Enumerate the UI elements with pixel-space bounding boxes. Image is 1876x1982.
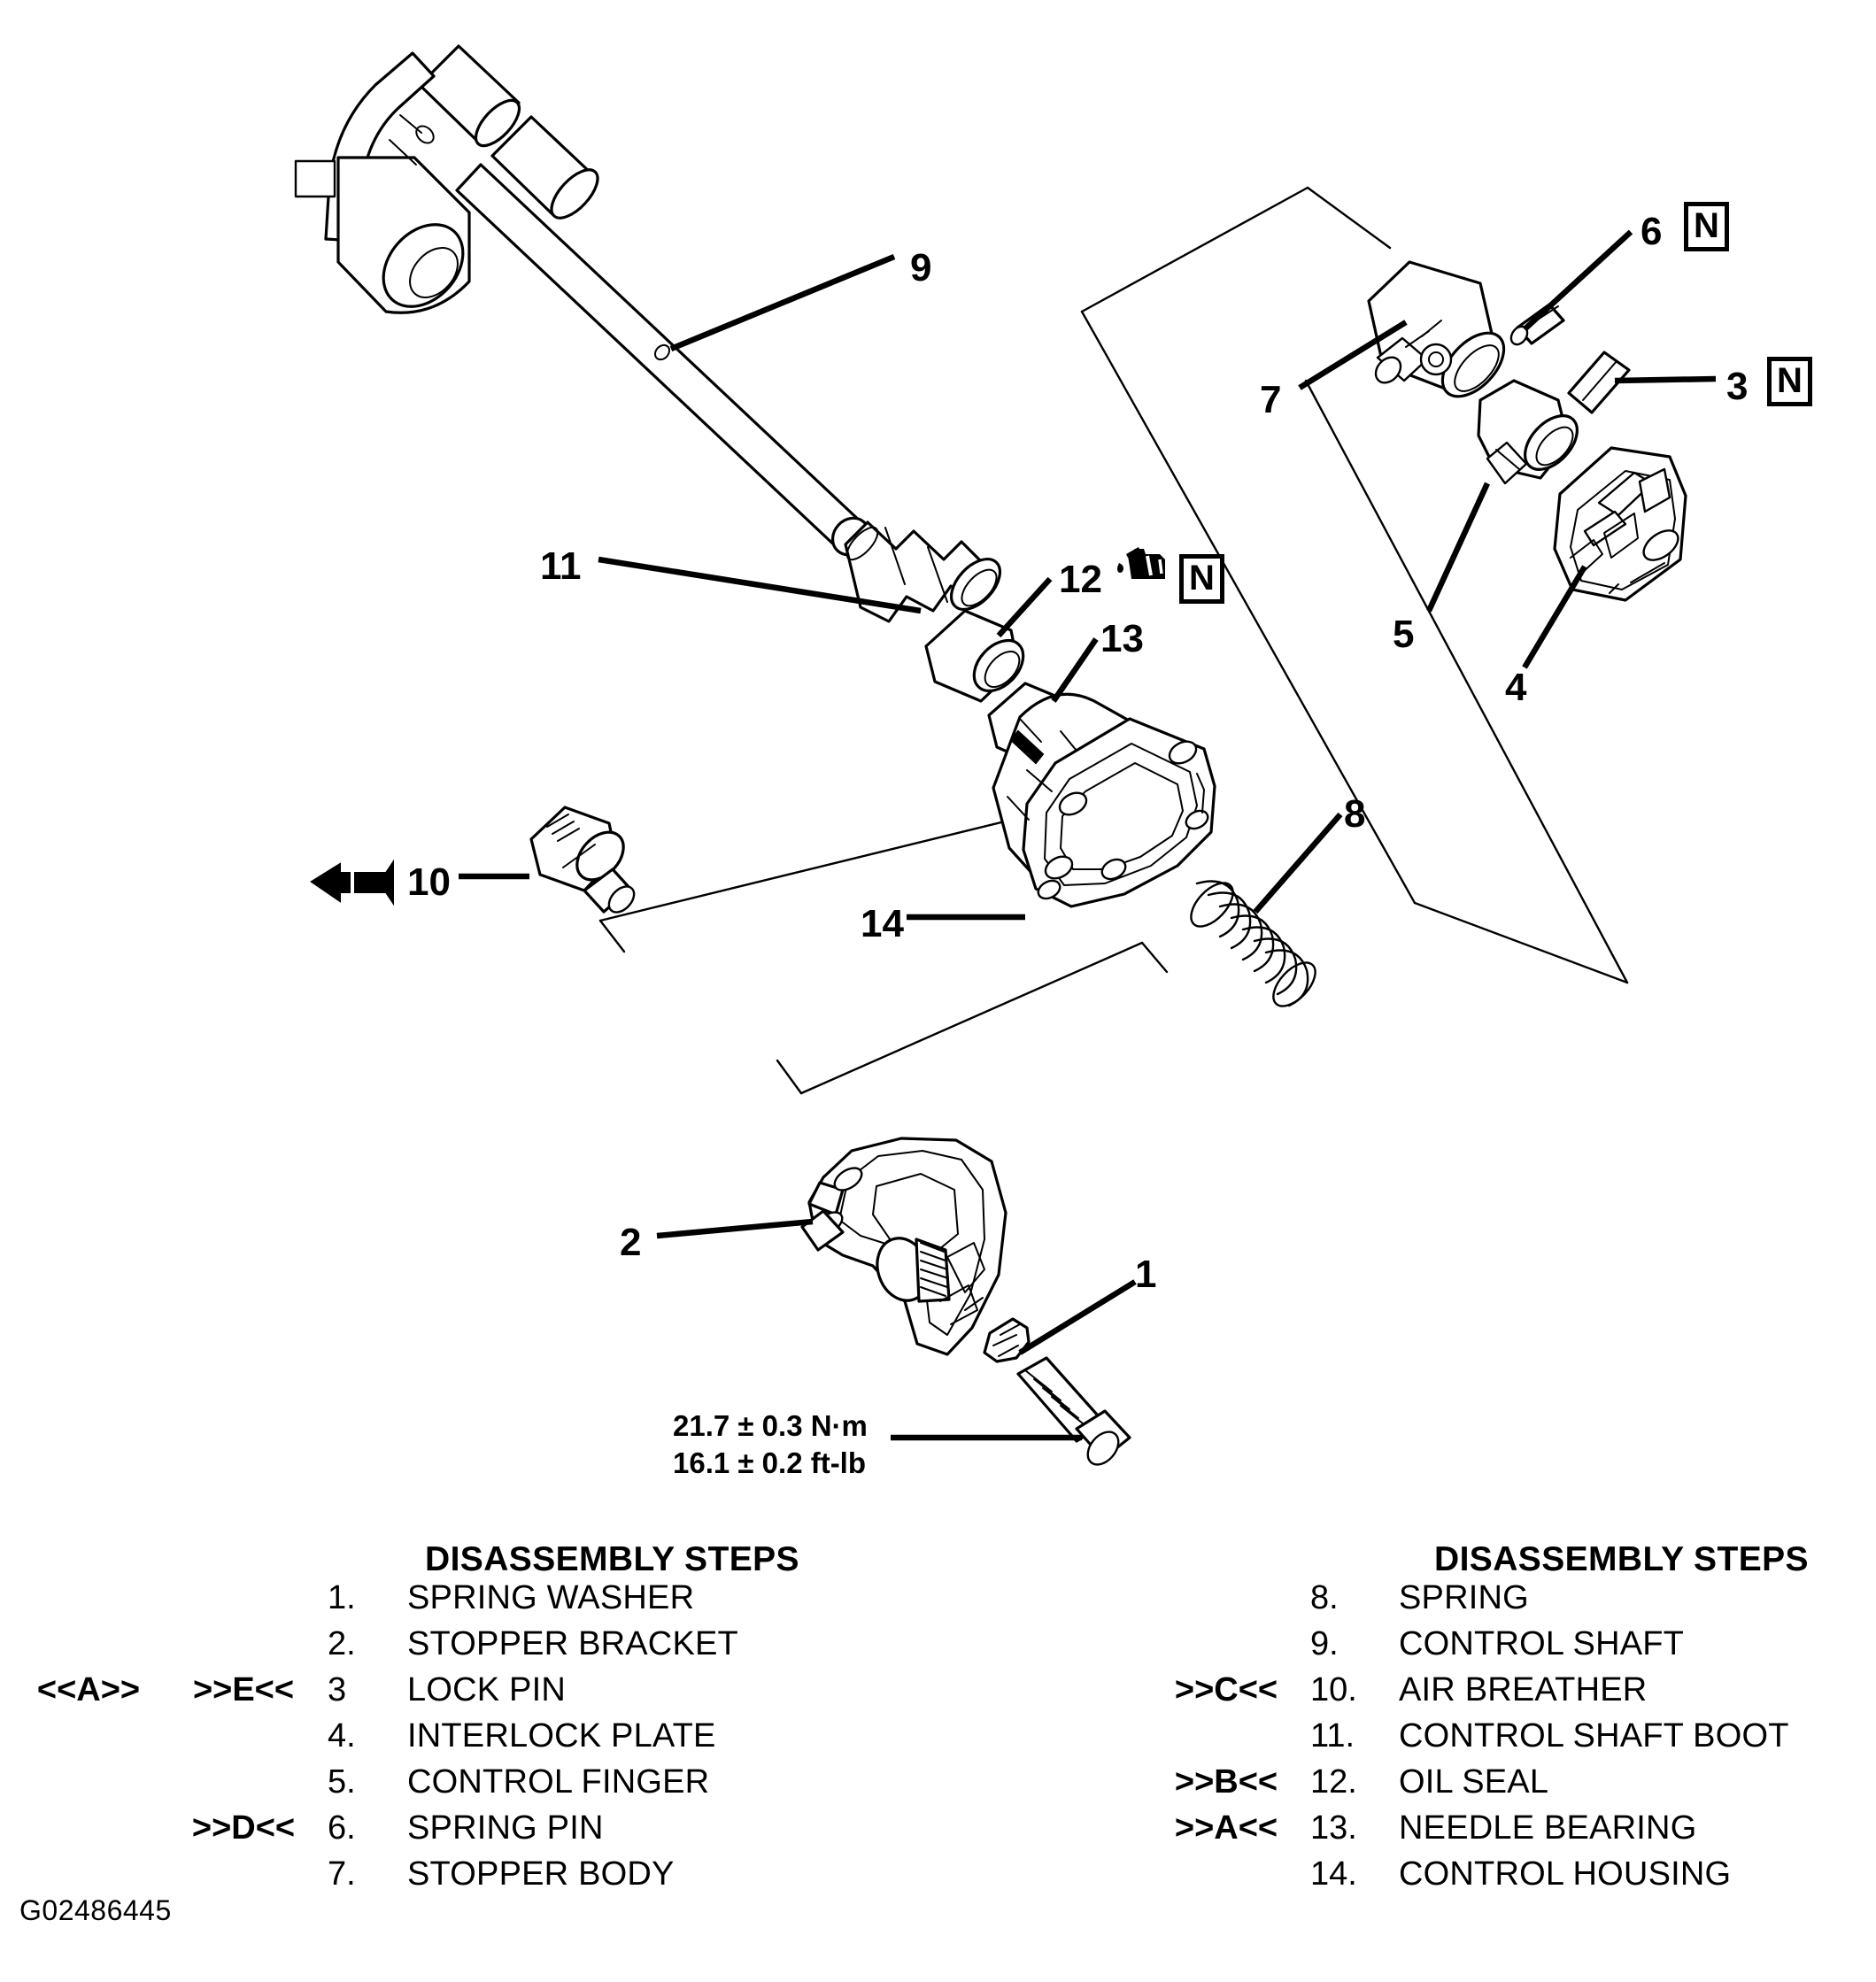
callout-number-8: 8: [1344, 792, 1366, 836]
part-control-finger: [1477, 379, 1579, 485]
callout-number-4: 4: [1505, 666, 1527, 709]
part-spring: [1190, 880, 1316, 1007]
legend-column-left: DISASSEMBLY STEPS 1. SPRING WASHER 2. STOPP…: [18, 1540, 938, 1901]
new-part-mark-3: N: [1179, 554, 1224, 604]
legend-item-number: 1.: [328, 1579, 356, 1616]
legend-mark-b: >>D<<: [191, 1809, 296, 1847]
legend-item-number: 10.: [1310, 1671, 1357, 1708]
group-boundary-upper: [1080, 186, 1629, 984]
torque-imperial: 16.1 ± 0.2 ft-lb: [673, 1446, 867, 1480]
callout-number-5: 5: [1393, 613, 1415, 656]
callout-number-13: 13: [1100, 617, 1144, 660]
part-interlock-plate: [1553, 446, 1687, 602]
legend-row: <<A>> >>E<< 3 LOCK PIN: [18, 1671, 938, 1717]
legend-item-label: CONTROL FINGER: [407, 1763, 710, 1801]
callout-number-9: 9: [910, 246, 932, 289]
part-stopper-bracket: [800, 1137, 1007, 1356]
legend-item-number: 13.: [1310, 1809, 1357, 1847]
legend-item-label: CONTROL SHAFT: [1399, 1625, 1685, 1662]
torque-metric: 21.7 ± 0.3 N·m: [673, 1409, 868, 1442]
callout-number-10: 10: [407, 860, 451, 904]
legend-item-number: 2.: [328, 1625, 356, 1662]
legend-row: 4. INTERLOCK PLATE: [18, 1717, 938, 1763]
legend-row: 8. SPRING: [1142, 1579, 1868, 1625]
legend-row: 11. CONTROL SHAFT BOOT: [1142, 1717, 1868, 1763]
legend-row: 5. CONTROL FINGER: [18, 1763, 938, 1809]
part-spring-washer: [983, 1317, 1031, 1363]
callout-number-12: 12: [1059, 558, 1102, 601]
legend-title-right: DISASSEMBLY STEPS: [1434, 1540, 1809, 1578]
part-stopper-body: [1367, 260, 1506, 398]
legend-item-label: NEEDLE BEARING: [1399, 1809, 1697, 1847]
legend-title-left: DISASSEMBLY STEPS: [425, 1540, 799, 1578]
legend-row: >>A<< 13. NEEDLE BEARING: [1142, 1809, 1868, 1855]
legend-item-label: STOPPER BRACKET: [407, 1625, 738, 1662]
legend-item-label: STOPPER BODY: [407, 1855, 675, 1893]
legend-item-label: SPRING PIN: [407, 1809, 604, 1847]
callout-number-2: 2: [620, 1221, 642, 1264]
part-air-breather: [310, 806, 636, 914]
part-oil-seal: [924, 609, 1025, 703]
legend-mark-b: >>E<<: [192, 1671, 295, 1708]
legend-row: >>C<< 10. AIR BREATHER: [1142, 1671, 1868, 1717]
legend-item-label: SPRING WASHER: [407, 1579, 695, 1616]
legend: DISASSEMBLY STEPS 1. SPRING WASHER 2. STOPP…: [0, 1540, 1876, 1921]
legend-mark-a: >>C<<: [1174, 1671, 1278, 1708]
legend-mark-a: >>A<<: [1174, 1809, 1278, 1847]
legend-column-right: DISASSEMBLY STEPS 8. SPRING 9. CONTROL SHAF…: [1142, 1540, 1868, 1901]
callout-number-3: 3: [1726, 365, 1749, 408]
callout-number-1: 1: [1135, 1253, 1157, 1296]
legend-item-number: 11.: [1310, 1717, 1355, 1754]
callout-number-6: 6: [1641, 210, 1663, 253]
oil-can-icon: [1117, 547, 1165, 579]
part-control-housing: [992, 692, 1216, 908]
part-bolt: [1016, 1356, 1131, 1466]
legend-item-number: 5.: [328, 1763, 356, 1801]
legend-item-number: 9.: [1310, 1625, 1339, 1662]
callout-number-11: 11: [540, 544, 582, 588]
part-control-shaft-boot: [844, 521, 1002, 623]
legend-mark-a: <<A>>: [36, 1671, 141, 1708]
leader-lines: [459, 229, 1717, 1441]
group-boundary-bracket: [776, 941, 1169, 1095]
legend-item-label: OIL SEAL: [1399, 1763, 1549, 1801]
legend-item-label: SPRING: [1399, 1579, 1529, 1616]
legend-row: >>B<< 12. OIL SEAL: [1142, 1763, 1868, 1809]
legend-row: >>D<< 6. SPRING PIN: [18, 1809, 938, 1855]
legend-item-number: 4.: [328, 1717, 356, 1754]
legend-item-number: 14.: [1310, 1855, 1357, 1893]
new-part-mark-1: N: [1684, 202, 1729, 251]
legend-item-number: 7.: [328, 1855, 356, 1893]
torque-spec: 21.7 ± 0.3 N·m 16.1 ± 0.2 ft-lb: [673, 1407, 868, 1482]
legend-row: 2. STOPPER BRACKET: [18, 1625, 938, 1671]
legend-mark-a: >>B<<: [1174, 1763, 1278, 1801]
callout-number-14: 14: [861, 902, 904, 945]
figure-id-code: G02486445: [19, 1894, 172, 1926]
legend-item-number: 8.: [1310, 1579, 1339, 1616]
legend-item-number: 3: [328, 1671, 347, 1708]
legend-item-label: INTERLOCK PLATE: [407, 1717, 716, 1754]
legend-row: 7. STOPPER BODY: [18, 1855, 938, 1901]
legend-item-number: 12.: [1310, 1763, 1357, 1801]
legend-item-label: AIR BREATHER: [1399, 1671, 1648, 1708]
legend-item-label: CONTROL HOUSING: [1399, 1855, 1732, 1893]
part-spring-pin: [1509, 303, 1565, 346]
legend-row: 1. SPRING WASHER: [18, 1579, 938, 1625]
part-lock-pin: [1567, 351, 1631, 414]
callout-number-7: 7: [1260, 378, 1282, 421]
legend-item-label: CONTROL SHAFT BOOT: [1399, 1717, 1789, 1754]
legend-row: 9. CONTROL SHAFT: [1142, 1625, 1868, 1671]
legend-row: 14. CONTROL HOUSING: [1142, 1855, 1868, 1901]
new-part-mark-2: N: [1767, 357, 1812, 406]
legend-item-number: 6.: [328, 1809, 356, 1847]
legend-item-label: LOCK PIN: [407, 1671, 566, 1708]
part-control-shaft: [294, 44, 871, 557]
